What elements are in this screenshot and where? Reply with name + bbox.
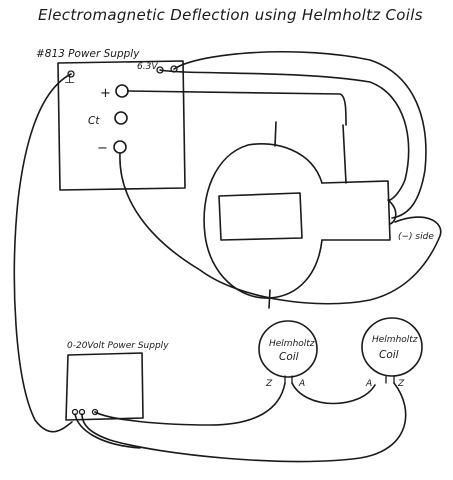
power-supply-813-box <box>57 60 186 191</box>
terminal-minus-label: − <box>97 141 108 156</box>
power-supply-813-label: #813 Power Supply <box>36 48 140 60</box>
tube-base-pin-2 <box>387 199 397 225</box>
power-supply-0-20-box <box>65 352 144 421</box>
coil-right-line1: Helmholtz <box>372 335 418 345</box>
coil-right-term-z: Z <box>397 379 405 389</box>
minus-side-label: (−) side <box>398 232 434 242</box>
tube-bulb <box>203 143 323 299</box>
ground-terminal-symbol: ⊥ <box>64 72 75 87</box>
coil-left-term-z: Z <box>265 379 273 389</box>
power-supply-0-20-label: 0-20Volt Power Supply <box>67 341 169 351</box>
helmholtz-coil-left <box>258 320 318 378</box>
terminal-minus <box>113 140 127 154</box>
tube-deflection-plate <box>218 192 303 241</box>
wire-plus <box>127 90 347 126</box>
coil-left-line2: Coil <box>279 351 299 363</box>
coil-right-term-a: A <box>365 379 372 389</box>
terminal-ct <box>114 111 128 125</box>
terminal-ct-label: Ct <box>88 115 100 127</box>
tube-base-pin-1 <box>342 124 347 184</box>
wire-coil-a-to-a <box>291 382 376 405</box>
wire-minus <box>119 152 442 305</box>
tube-top-lead <box>274 121 277 147</box>
tube-bottom-lead <box>268 289 271 309</box>
ground-terminal <box>67 70 75 78</box>
wire-6v3-inner <box>159 69 410 201</box>
terminal-plus-label: + <box>100 86 111 101</box>
coil-left-term-a: A <box>298 379 305 389</box>
diagram-title: Electromagnetic Deflection using Helmhol… <box>38 6 423 24</box>
coil-right-line2: Coil <box>379 349 399 361</box>
wire-coil-right-z-to-supply <box>81 382 407 463</box>
supply-0-20-terminal-c <box>91 408 99 416</box>
wire-coil-left-z-to-supply <box>94 382 286 426</box>
wire-supply-jumper <box>74 413 141 449</box>
terminal-6v3-label: 6.3V <box>137 62 158 72</box>
helmholtz-coil-right <box>361 317 423 377</box>
terminal-plus <box>115 84 129 98</box>
wire-6v3-outer <box>173 50 427 219</box>
tube-neck <box>321 180 391 241</box>
coil-left-line1: Helmholtz <box>269 339 315 349</box>
wire-ground <box>13 73 73 433</box>
